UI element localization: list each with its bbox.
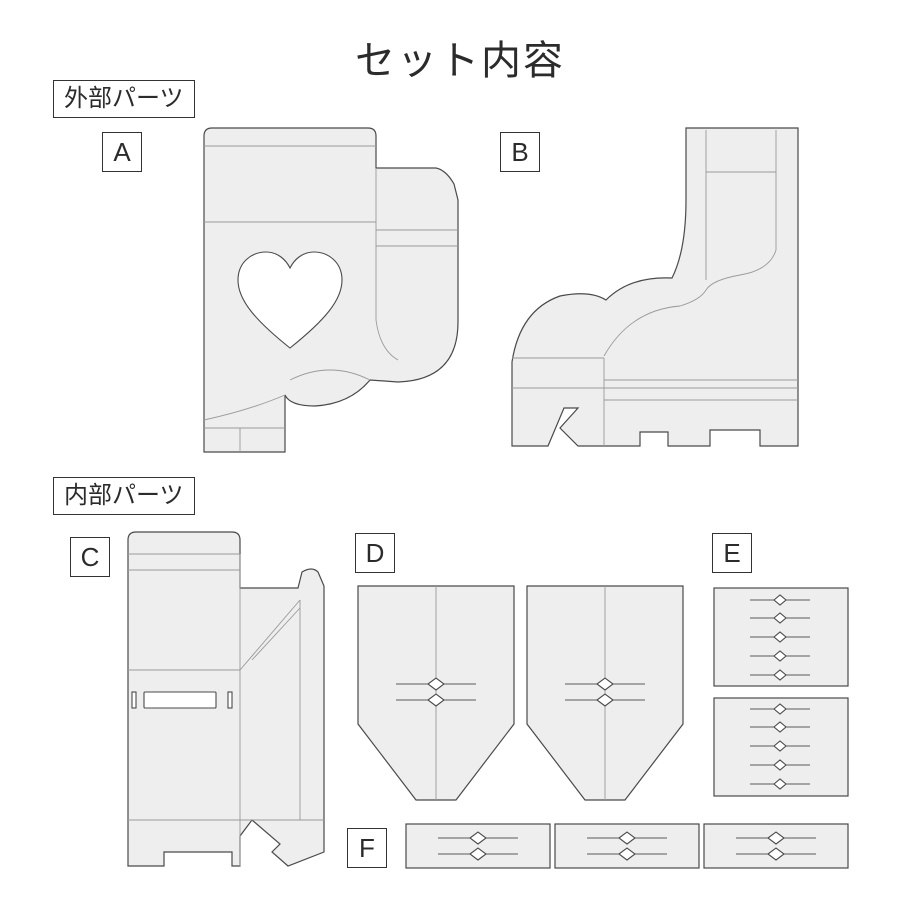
part-b-shape (511, 127, 799, 447)
page-title: セット内容 (355, 38, 565, 84)
part-e-shape-top (713, 587, 849, 687)
part-d-shape-left (357, 585, 515, 801)
part-label-c: C (70, 537, 110, 577)
part-f-shape-2 (554, 823, 700, 869)
part-d-shape-right (526, 585, 684, 801)
part-c-shape (127, 531, 325, 867)
heart-icon (237, 251, 343, 349)
part-label-b: B (500, 132, 540, 172)
section-label-outer: 外部パーツ (53, 80, 195, 118)
part-e-shape-bottom (713, 697, 849, 797)
part-f-shape-1 (405, 823, 551, 869)
part-label-e: E (712, 533, 752, 573)
part-label-a: A (102, 132, 142, 172)
part-label-f: F (347, 828, 387, 868)
section-label-inner: 内部パーツ (53, 477, 195, 515)
part-label-d: D (355, 533, 395, 573)
part-f-shape-3 (703, 823, 849, 869)
part-a-shape (203, 127, 459, 453)
